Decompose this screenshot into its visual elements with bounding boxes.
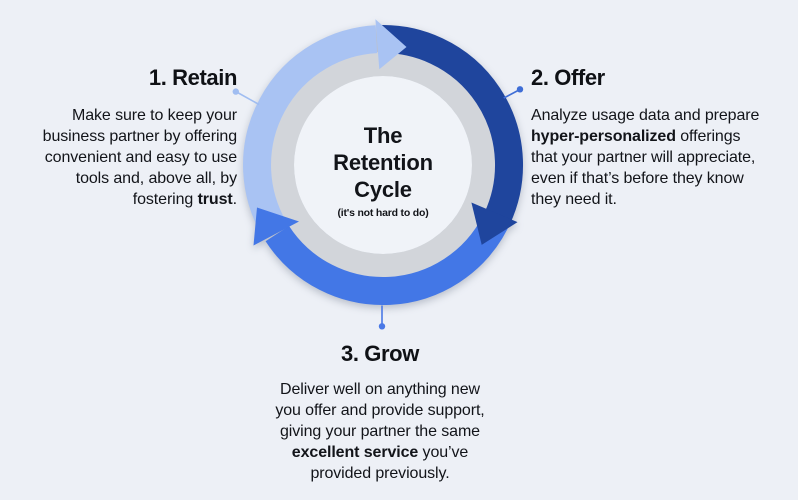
step-grow-heading: 3. Grow — [341, 341, 419, 366]
retain-connector-line — [237, 91, 260, 106]
step-retain-heading: 1. Retain — [148, 65, 238, 90]
offer-connector-line — [503, 89, 519, 99]
grow-arrow-icon — [253, 207, 299, 246]
retain-arrow-icon — [375, 19, 407, 70]
cycle-center-label: The Retention Cycle (it's not hard to do… — [268, 122, 498, 219]
retain-connector-dot — [232, 88, 239, 95]
step-offer-heading: 2. Offer — [531, 65, 605, 90]
grow-arc — [265, 215, 508, 306]
cycle-diagram — [232, 19, 524, 330]
cycle-title: The Retention Cycle — [333, 123, 433, 202]
grow-connector-dot — [378, 323, 386, 330]
offer-arrow-icon — [471, 202, 518, 245]
retain-arc — [243, 25, 378, 235]
inner-circle — [294, 76, 472, 254]
offer-arc — [378, 25, 524, 225]
cycle-ring — [243, 19, 524, 306]
cycle-subtitle: (it's not hard to do) — [337, 207, 429, 219]
offer-connector-dot — [516, 86, 524, 93]
